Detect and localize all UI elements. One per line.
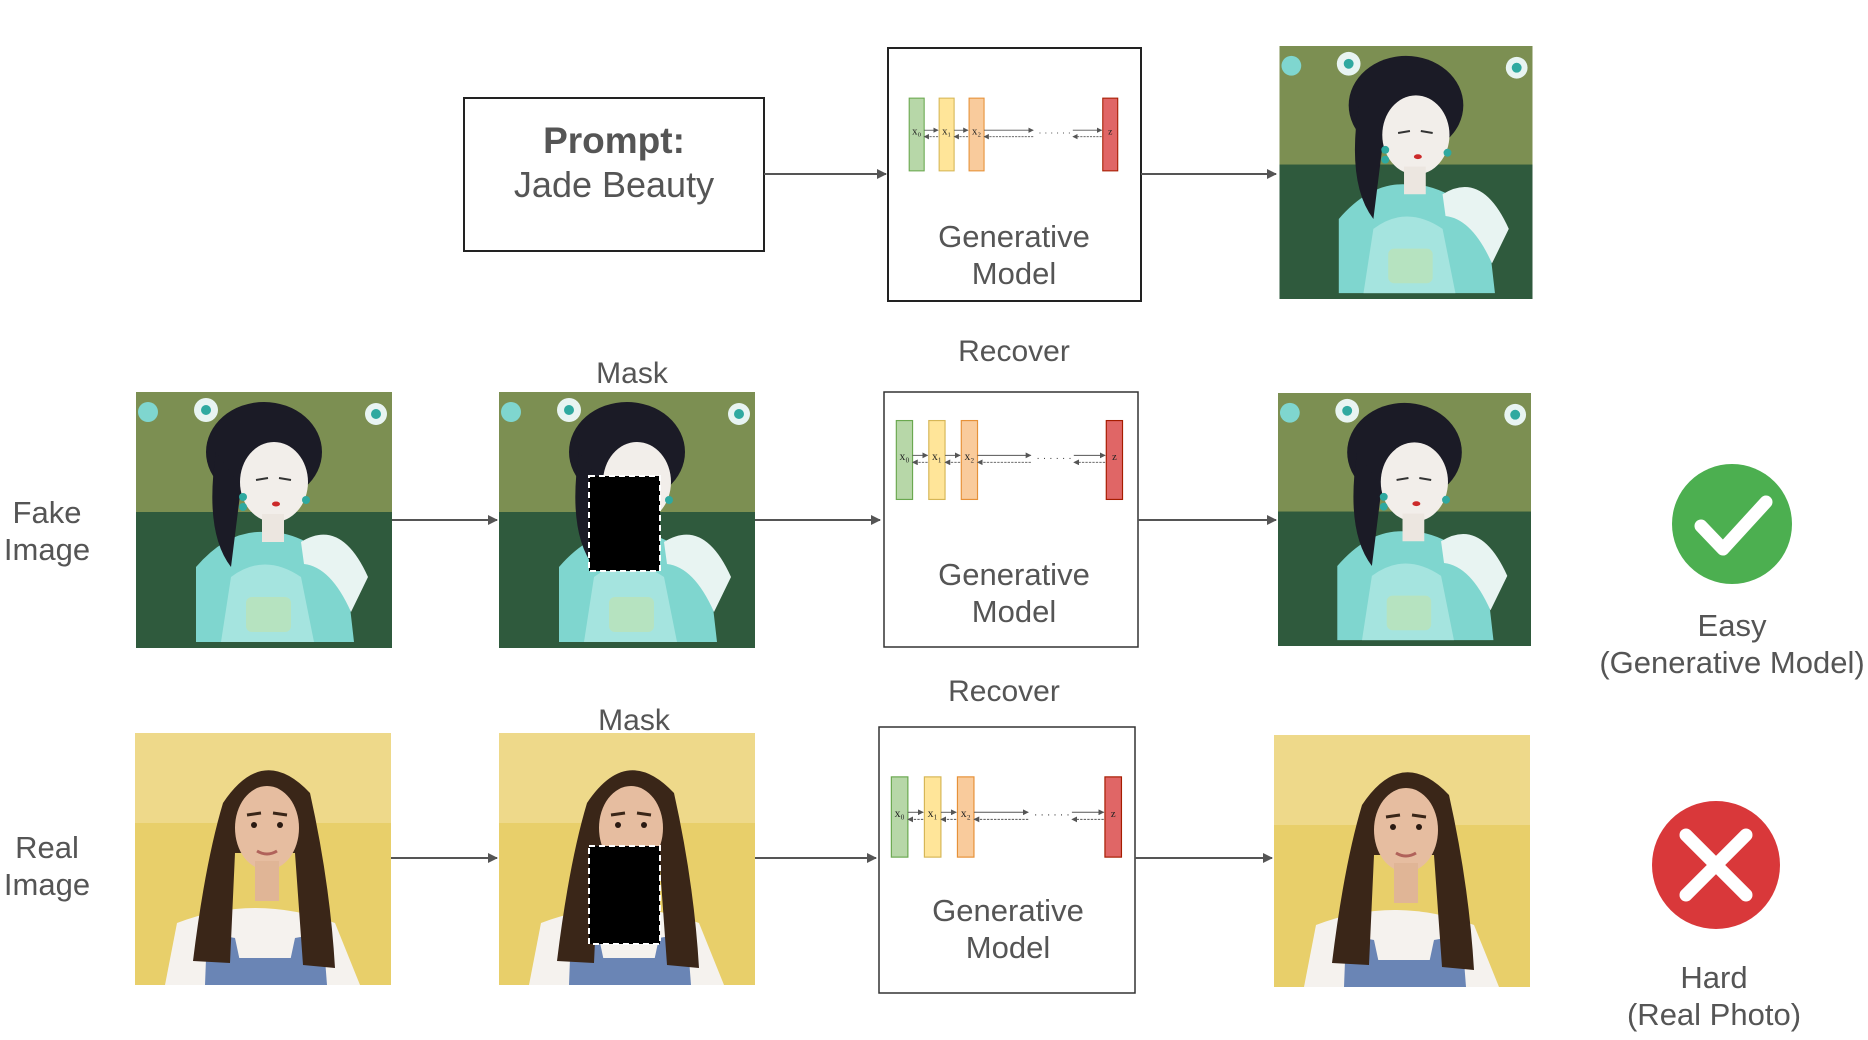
generated-jade-image — [1278, 46, 1534, 299]
real-verdict: (Real Photo) — [1627, 997, 1801, 1032]
checkmark-icon — [1672, 464, 1792, 584]
real-recovered-image — [1274, 733, 1530, 989]
fake-row-label: Fake — [13, 495, 82, 530]
prompt-box — [463, 97, 765, 252]
prompt-title: Prompt: — [543, 120, 685, 161]
fake-verdict: Easy — [1698, 608, 1767, 643]
model-label: Model — [966, 930, 1050, 965]
cross-icon — [1652, 801, 1780, 929]
model-label: Generative — [932, 893, 1084, 928]
fake-recovered-image — [1278, 392, 1531, 647]
fake-recover-label: Recover — [958, 335, 1070, 368]
model-label: Generative — [938, 557, 1090, 592]
real-mask-label: Mask — [598, 704, 671, 737]
real-generative-model-box — [878, 726, 1136, 994]
real-recover-label: Recover — [948, 675, 1060, 708]
real-verdict: Hard — [1680, 960, 1747, 995]
real-mask-patch — [588, 845, 661, 945]
model-label: Model — [972, 256, 1056, 291]
real-row-label: Real — [15, 830, 79, 865]
real-input-image — [135, 733, 391, 985]
model-label: Model — [972, 594, 1056, 629]
model-label: Generative — [938, 219, 1090, 254]
real-row-label: Image — [4, 867, 90, 902]
fake-mask-label: Mask — [596, 357, 669, 390]
fake-mask-patch — [588, 475, 661, 572]
fake-verdict: (Generative Model) — [1599, 645, 1864, 680]
prompt-text: Jade Beauty — [514, 164, 714, 205]
fake-row-label: Image — [4, 532, 90, 567]
fake-generative-model-box — [883, 391, 1139, 648]
generative-model-box — [887, 47, 1142, 302]
fake-input-image — [136, 392, 392, 648]
